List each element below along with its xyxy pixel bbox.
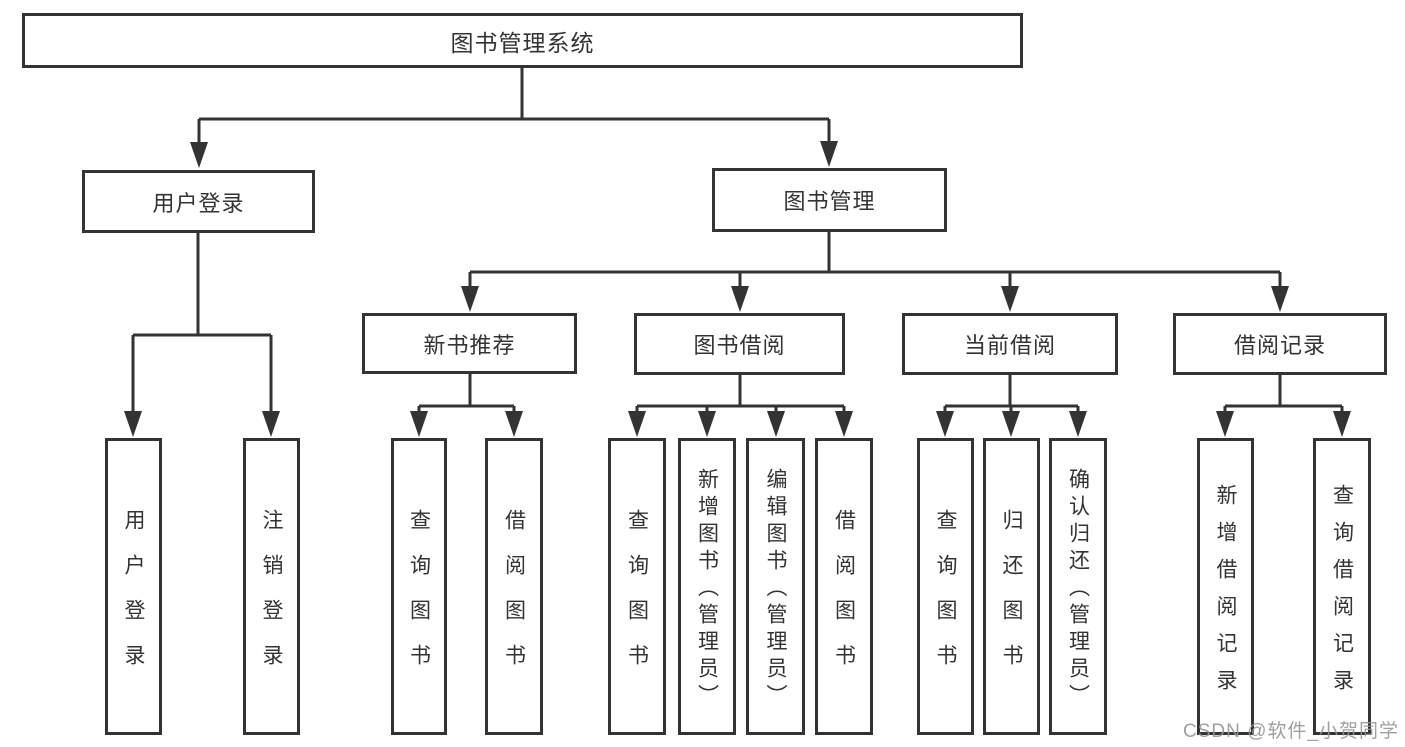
node-borrowing-records: 借阅记录 — [1173, 313, 1387, 375]
node-label: 当前借阅 — [963, 333, 1056, 358]
node-label: 图书管理系统 — [450, 29, 595, 56]
node-current-borrowing: 当前借阅 — [902, 313, 1118, 375]
node-label: 借阅图书 — [502, 508, 526, 689]
node-label: 新增图书（管理员） — [695, 468, 719, 711]
node-label: 新书推荐 — [423, 332, 516, 358]
leaf-edit-books-admin: 编辑图书（管理员） — [746, 438, 805, 735]
arrowhead-group — [124, 141, 1351, 437]
leaf-query-books: 查询图书 — [608, 438, 666, 735]
leaf-confirm-return-admin: 确认归还（管理员） — [1049, 438, 1107, 735]
node-label: 确认归还（管理员） — [1066, 468, 1090, 711]
node-label: 查询借阅记录 — [1330, 483, 1354, 706]
node-label: 归还图书 — [1000, 508, 1023, 689]
node-label: 查询图书 — [625, 508, 649, 689]
node-label: 借阅图书 — [832, 508, 856, 689]
leaf-logout: 注销登录 — [243, 438, 300, 735]
node-library-management-system: 图书管理系统 — [22, 13, 1023, 68]
node-book-management: 图书管理 — [712, 168, 947, 232]
node-label: 图书借阅 — [693, 333, 786, 358]
node-label: 查询图书 — [934, 508, 957, 689]
node-label: 用户登录 — [152, 190, 245, 216]
leaf-add-books-admin: 新增图书（管理员） — [678, 438, 736, 735]
leaf-borrow-books: 借阅图书 — [485, 438, 543, 735]
node-label: 新增借阅记录 — [1214, 483, 1237, 706]
leaf-user-login: 用户登录 — [105, 438, 162, 735]
node-user-login: 用户登录 — [82, 170, 315, 233]
node-book-borrowing: 图书借阅 — [634, 313, 845, 375]
node-label: 用户登录 — [122, 508, 145, 689]
leaf-add-borrowing-record: 新增借阅记录 — [1197, 438, 1254, 735]
leaf-borrow-books: 借阅图书 — [815, 438, 873, 735]
node-label: 图书管理 — [783, 189, 876, 214]
node-new-book-recommendation: 新书推荐 — [362, 313, 577, 374]
csdn-watermark: CSDN @软件_小贺同学 — [1183, 721, 1399, 742]
node-label: 借阅记录 — [1233, 333, 1326, 358]
node-label: 编辑图书（管理员） — [764, 468, 787, 711]
leaf-query-borrowing-record: 查询借阅记录 — [1313, 438, 1371, 735]
leaf-return-books: 归还图书 — [983, 438, 1040, 735]
leaf-query-books: 查询图书 — [391, 438, 447, 735]
leaf-query-books: 查询图书 — [917, 438, 974, 735]
node-label: 查询图书 — [407, 508, 431, 689]
node-label: 注销登录 — [260, 508, 283, 689]
